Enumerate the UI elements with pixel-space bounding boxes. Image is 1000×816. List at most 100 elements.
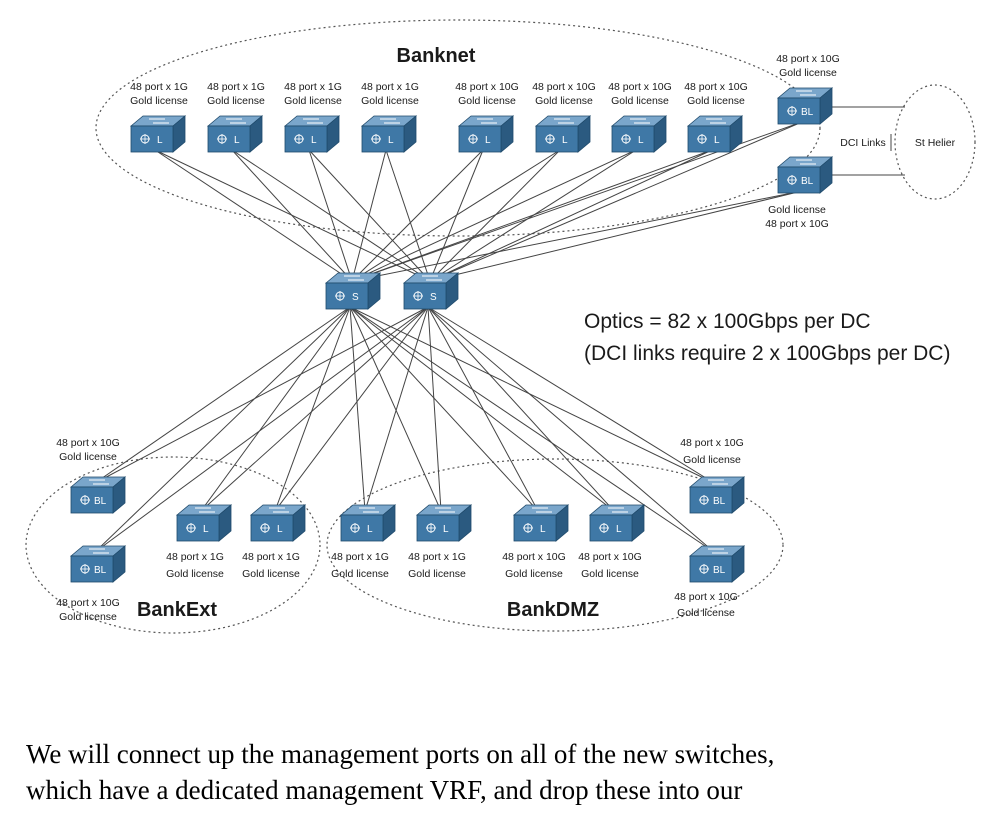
banknet-border-leaf-2: BL [777, 156, 833, 194]
banknet-leaf-5-tag: L [485, 135, 491, 146]
banknet-leaf-7: L [611, 115, 667, 153]
banknet-leaf-labels: 48 port x 1G Gold license 48 port x 1G Gol… [130, 81, 748, 107]
banknet-border-leaf-1-tag: BL [801, 107, 814, 118]
link-banknet-leaf-6-spine-1 [351, 149, 561, 282]
link-bankext-leaf-1-spine-1 [200, 306, 351, 512]
svg-text:Gold license: Gold license [284, 95, 342, 107]
svg-text:48 port x 10G: 48 port x 10G [56, 597, 120, 609]
svg-text:48 port x 10G: 48 port x 10G [56, 437, 120, 449]
svg-text:48 port x 10G: 48 port x 10G [765, 218, 829, 230]
svg-text:48 port x 1G: 48 port x 1G [361, 81, 419, 93]
link-banknet-border-leaf-2-spine-2 [429, 190, 803, 282]
svg-text:Gold license: Gold license [59, 611, 117, 623]
svg-text:Gold license: Gold license [166, 568, 224, 580]
link-bankdmz-leaf-3-spine-2 [427, 306, 539, 512]
svg-text:Gold license: Gold license [611, 95, 669, 107]
link-bankext-border-leaf-2-spine-2 [94, 306, 429, 553]
bankext-leaf-2-tag: L [277, 524, 283, 535]
svg-text:48 port x 1G: 48 port x 1G [166, 551, 224, 563]
svg-text:48 port x 10G: 48 port x 10G [455, 81, 519, 93]
bankext-leaf-1: L [176, 504, 232, 542]
paragraph-line-1: We will connect up the management ports … [26, 739, 775, 769]
svg-text:Gold license: Gold license [683, 454, 741, 466]
banknet-leaf-2-tag: L [234, 135, 240, 146]
st-helier-boundary [894, 84, 976, 200]
bankdmz-border-leaf-2: BL [689, 545, 745, 583]
bankdmz-border-leaf-1-tag: BL [713, 496, 726, 507]
svg-text:Gold license: Gold license [677, 607, 735, 619]
link-bankdmz-border-leaf-2-spine-2 [427, 306, 715, 553]
fabric-links [94, 121, 803, 553]
banknet-leaf-6: L [535, 115, 591, 153]
svg-text:48 port x 10G: 48 port x 10G [680, 437, 744, 449]
banknet-leaf-2: L [207, 115, 263, 153]
link-banknet-leaf-4-spine-1 [351, 149, 387, 282]
bankdmz-leaf-2-tag: L [443, 524, 449, 535]
svg-text:48 port x 10G: 48 port x 10G [674, 591, 738, 603]
link-bankdmz-leaf-1-spine-1 [349, 306, 366, 512]
banknet-title: Banknet [397, 45, 476, 67]
svg-text:Gold license: Gold license [581, 568, 639, 580]
svg-text:Gold license: Gold license [207, 95, 265, 107]
banknet-leaf-3: L [284, 115, 340, 153]
link-banknet-leaf-8-spine-2 [429, 149, 713, 282]
link-bankdmz-leaf-2-spine-1 [349, 306, 442, 512]
spine-1: S [325, 272, 381, 310]
link-banknet-leaf-8-spine-1 [351, 149, 713, 282]
link-bankext-leaf-2-spine-2 [274, 306, 429, 512]
svg-text:Gold license: Gold license [130, 95, 188, 107]
svg-text:Gold license: Gold license [535, 95, 593, 107]
svg-text:Gold license: Gold license [331, 568, 389, 580]
link-banknet-leaf-3-spine-1 [308, 149, 353, 282]
link-bankdmz-leaf-2-spine-2 [427, 306, 442, 512]
link-banknet-leaf-2-spine-1 [231, 149, 353, 282]
link-banknet-border-leaf-2-spine-1 [351, 190, 803, 282]
link-banknet-leaf-5-spine-1 [351, 149, 484, 282]
svg-text:48 port x 10G: 48 port x 10G [502, 551, 566, 563]
link-banknet-leaf-4-spine-2 [385, 149, 431, 282]
banknet-border-leaf-2-tag: BL [801, 176, 814, 187]
banknet-leaf-4: L [361, 115, 417, 153]
bankdmz-border-leaf-1: BL [689, 476, 745, 514]
bankdmz-leaf-2: L [416, 504, 472, 542]
bankext-border-leaf-1: BL [70, 476, 126, 514]
bankext-border-leaf-1-tag: BL [94, 496, 107, 507]
svg-text:Gold license: Gold license [242, 568, 300, 580]
bankext-leaf-2: L [250, 504, 306, 542]
banknet-leaf-8: L [687, 115, 743, 153]
body-paragraph: We will connect up the management ports … [26, 736, 986, 808]
link-bankdmz-border-leaf-2-spine-1 [349, 306, 715, 553]
bankext-border-leaf-2: BL [70, 545, 126, 583]
svg-text:Gold license: Gold license [779, 67, 837, 79]
svg-text:48 port x 10G: 48 port x 10G [578, 551, 642, 563]
link-bankdmz-border-leaf-1-spine-2 [427, 306, 715, 484]
banknet-leaf-8-tag: L [714, 135, 720, 146]
svg-text:48 port x 1G: 48 port x 1G [130, 81, 188, 93]
svg-text:48 port x 1G: 48 port x 1G [242, 551, 300, 563]
bankdmz-leaf-4: L [589, 504, 645, 542]
link-bankext-border-leaf-1-spine-1 [94, 306, 351, 484]
link-bankdmz-border-leaf-1-spine-1 [349, 306, 715, 484]
link-banknet-border-leaf-1-spine-2 [429, 121, 803, 282]
link-banknet-leaf-7-spine-1 [351, 149, 637, 282]
bankext-title: BankExt [137, 599, 217, 621]
svg-text:48 port x 1G: 48 port x 1G [207, 81, 265, 93]
svg-text:48 port x 1G: 48 port x 1G [408, 551, 466, 563]
bankdmz-leaf-1: L [340, 504, 396, 542]
banknet-leaf-3-tag: L [311, 135, 317, 146]
svg-text:Gold license: Gold license [408, 568, 466, 580]
svg-text:Gold license: Gold license [687, 95, 745, 107]
svg-text:Gold license: Gold license [458, 95, 516, 107]
banknet-leaf-7-tag: L [638, 135, 644, 146]
bankext-boundary [25, 456, 321, 634]
st-helier-label: St Helier [915, 137, 956, 149]
optics-line-1: Optics = 82 x 100Gbps per DC [584, 310, 871, 333]
spine-1-tag: S [352, 292, 359, 303]
svg-text:48 port x 10G: 48 port x 10G [776, 53, 840, 65]
bankext-border-leaf-2-tag: BL [94, 565, 107, 576]
bankdmz-leaf-3-tag: L [540, 524, 546, 535]
